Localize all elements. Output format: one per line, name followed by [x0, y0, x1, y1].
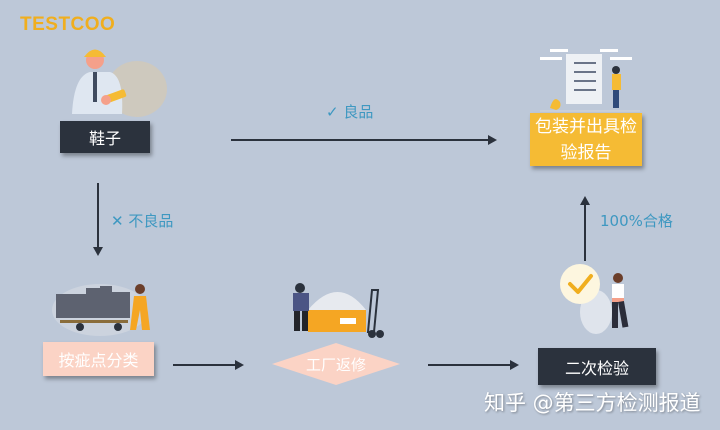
node-shoes: 鞋子 — [60, 121, 150, 153]
edge-good-label: ✓ 良品 — [326, 103, 374, 121]
arrow-pass — [584, 204, 586, 261]
node-sort: 按疵点分类 — [43, 342, 154, 376]
arrow-defective — [97, 183, 99, 249]
node-repair: 工厂返修 — [272, 343, 400, 385]
report-illustration — [540, 49, 640, 112]
watermark: 知乎 @第三方检测报道 — [484, 391, 701, 415]
arrow-sort-to-repair — [173, 364, 236, 366]
cart-illustration — [52, 284, 150, 336]
arrowhead-down-icon — [93, 247, 103, 256]
check-icon: ✓ — [326, 103, 339, 121]
cross-icon: ✕ — [111, 212, 124, 230]
arrow-good — [231, 139, 489, 141]
testcoo-logo: TESTCOO — [20, 14, 116, 35]
node-repair-label: 工厂返修 — [305, 355, 366, 374]
node-recheck-label: 二次检验 — [564, 358, 629, 378]
inspector-illustration — [72, 49, 167, 117]
node-recheck: 二次检验 — [538, 348, 656, 385]
node-report-label-line2: 验报告 — [560, 142, 612, 163]
arrowhead-right-icon — [510, 360, 519, 370]
node-sort-label: 按疵点分类 — [58, 351, 139, 370]
recheck-illustration — [560, 264, 629, 334]
edge-defective-label: ✕ 不良品 — [111, 212, 174, 230]
arrowhead-right-icon — [488, 135, 497, 145]
arrowhead-right-icon — [235, 360, 244, 370]
node-report: 包装并出具检 验报告 — [530, 113, 642, 166]
repair-illustration — [293, 283, 384, 338]
arrowhead-up-icon — [580, 196, 590, 205]
arrow-repair-to-recheck — [428, 364, 511, 366]
node-shoes-label: 鞋子 — [88, 129, 121, 148]
edge-pass-label: 100%合格 — [600, 212, 673, 230]
node-report-label-line1: 包装并出具检 — [535, 116, 637, 137]
